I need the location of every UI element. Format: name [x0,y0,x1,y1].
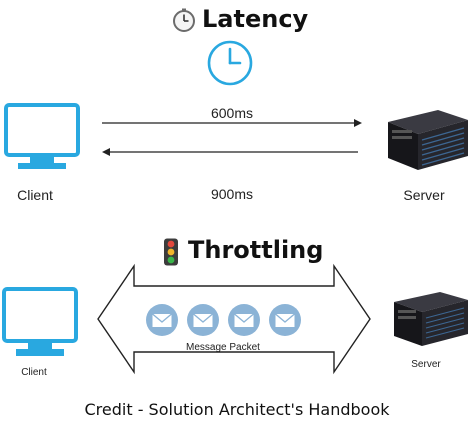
client-monitor-icon [2,287,78,356]
credit-text: Credit - Solution Architect's Handbook [84,400,390,419]
client-monitor-icon [4,103,80,169]
throttling-title: Throttling [188,236,324,264]
latency-server-label: Server [403,187,445,203]
envelope-icon [187,304,219,336]
latency-arrows [102,119,362,156]
envelope-icon [269,304,301,336]
request-time-label: 600ms [210,105,254,121]
latency-client-label: Client [17,187,53,203]
envelope-icon [228,304,260,336]
clock-icon [207,40,253,86]
response-time-label: 900ms [210,186,254,202]
traffic-light-emoji-icon [164,238,178,266]
throttling-server-label: Server [411,359,441,370]
stopwatch-emoji-icon [173,8,195,32]
message-packet-label: Message Packet [186,342,260,353]
server-icon [394,292,468,346]
throttling-client-label: Client [21,367,47,378]
latency-title: Latency [202,5,309,33]
envelope-icon [146,304,178,336]
server-icon [388,110,468,170]
